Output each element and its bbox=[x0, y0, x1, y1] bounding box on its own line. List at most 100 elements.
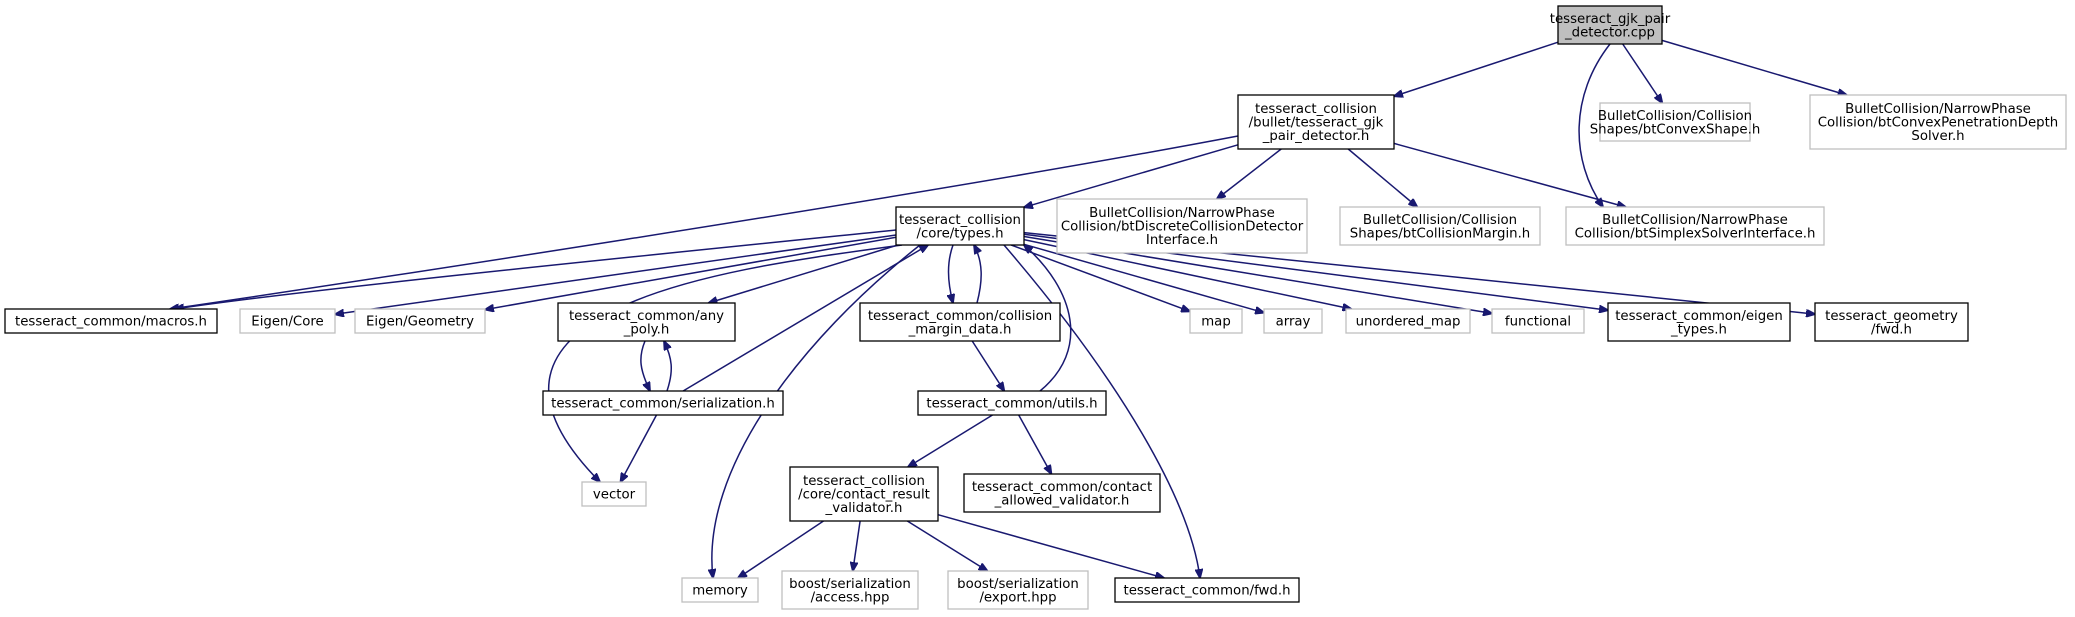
node-macros[interactable]: tesseract_common/macros.h bbox=[4, 308, 218, 334]
node-label: Interface.h bbox=[1146, 233, 1218, 248]
node-label: _allowed_validator.h bbox=[994, 493, 1130, 508]
node-map: map bbox=[1189, 308, 1243, 334]
edge-serialization-to-types_h bbox=[682, 245, 928, 392]
node-label: tesseract_common/fwd.h bbox=[1123, 584, 1290, 599]
node-label: boost/serialization bbox=[789, 577, 911, 592]
node-label: _validator.h bbox=[825, 501, 903, 516]
edge-types_h-to-macros bbox=[175, 229, 897, 309]
edge-gjk_h-to-margin bbox=[1347, 148, 1417, 207]
node-types-h[interactable]: tesseract_collision/core/types.h bbox=[895, 206, 1025, 246]
node-label: vector bbox=[593, 488, 636, 503]
node-functional: functional bbox=[1491, 308, 1585, 334]
edge-types_h-to-common_fwd bbox=[1003, 244, 1200, 578]
edge-types_h-to-eigen_core bbox=[335, 234, 897, 314]
node-label: tesseract_common/eigen bbox=[1615, 309, 1783, 324]
edge-validator-to-export bbox=[906, 520, 987, 571]
node-vector: vector bbox=[581, 481, 647, 507]
node-convex-shape: BulletCollision/CollisionShapes/btConvex… bbox=[1590, 102, 1761, 142]
node-label: Eigen/Geometry bbox=[366, 315, 474, 330]
node-any-poly[interactable]: tesseract_common/any_poly.h bbox=[557, 302, 736, 342]
edge-types_h-to-vector bbox=[548, 244, 903, 482]
node-geom-fwd[interactable]: tesseract_geometry/fwd.h bbox=[1814, 302, 1969, 342]
node-label: BulletCollision/Collision bbox=[1598, 109, 1752, 124]
node-access: boost/serialization/access.hpp bbox=[781, 570, 919, 610]
node-label: Shapes/btCollisionMargin.h bbox=[1350, 226, 1530, 241]
edge-types_h-to-margin_data bbox=[949, 244, 954, 303]
edge-root-to-convex_pen bbox=[1661, 39, 1847, 95]
node-eigen-types[interactable]: tesseract_common/eigen_types.h bbox=[1607, 302, 1791, 342]
edge-validator-to-access bbox=[853, 520, 861, 571]
node-label: /core/types.h bbox=[916, 226, 1003, 241]
node-serialization[interactable]: tesseract_common/serialization.h bbox=[542, 390, 784, 416]
node-margin-data[interactable]: tesseract_common/collision_margin_data.h bbox=[859, 302, 1061, 342]
node-label: tesseract_common/contact bbox=[972, 480, 1152, 495]
node-label: tesseract_collision bbox=[803, 474, 925, 489]
node-unordered-map: unordered_map bbox=[1345, 308, 1471, 334]
edge-types_h-to-array bbox=[1023, 243, 1264, 312]
node-label: functional bbox=[1505, 315, 1571, 330]
node-label: Collision/btDiscreteCollisionDetector bbox=[1061, 220, 1304, 235]
node-label: unordered_map bbox=[1356, 315, 1461, 330]
node-validator[interactable]: tesseract_collision/core/contact_result_… bbox=[789, 466, 939, 522]
edge-root-to-convex_shape bbox=[1622, 43, 1663, 103]
node-label: BulletCollision/NarrowPhase bbox=[1845, 102, 2031, 117]
node-label: /bullet/tesseract_gjk bbox=[1249, 116, 1384, 131]
node-label: map bbox=[1201, 315, 1231, 330]
node-label: /core/contact_result bbox=[798, 488, 930, 503]
node-simplex: BulletCollision/NarrowPhaseCollision/btS… bbox=[1565, 206, 1825, 246]
node-allowed[interactable]: tesseract_common/contact_allowed_validat… bbox=[963, 473, 1161, 513]
node-label: tesseract_common/collision bbox=[868, 309, 1052, 324]
edge-root-to-simplex bbox=[1578, 43, 1611, 207]
node-label: _detector.cpp bbox=[1564, 25, 1655, 40]
edge-types_h-to-any_poly bbox=[709, 244, 899, 303]
node-label: BulletCollision/NarrowPhase bbox=[1602, 213, 1788, 228]
edge-serialization-to-any_poly bbox=[664, 341, 672, 392]
edge-utils-to-allowed bbox=[1018, 414, 1052, 474]
node-label: Collision/btSimplexSolverInterface.h bbox=[1575, 226, 1816, 241]
edge-types_h-to-eigen_geom bbox=[485, 236, 897, 309]
node-memory: memory bbox=[681, 577, 759, 603]
node-eigen-geom: Eigen/Geometry bbox=[354, 308, 486, 334]
edge-utils-to-validator bbox=[908, 414, 993, 467]
edge-validator-to-common_fwd bbox=[937, 513, 1164, 578]
node-layer: tesseract_gjk_pair_detector.cpptesseract… bbox=[4, 5, 2067, 610]
node-label: tesseract_common/any bbox=[569, 309, 724, 324]
node-discrete: BulletCollision/NarrowPhaseCollision/btD… bbox=[1056, 198, 1308, 254]
node-label: Shapes/btConvexShape.h bbox=[1590, 122, 1761, 137]
node-label: Solver.h bbox=[1911, 129, 1964, 144]
node-root[interactable]: tesseract_gjk_pair_detector.cpp bbox=[1550, 5, 1671, 45]
node-label: _poly.h bbox=[623, 322, 670, 337]
node-label: /fwd.h bbox=[1871, 322, 1912, 337]
edge-validator-to-memory bbox=[738, 520, 824, 578]
node-label: tesseract_geometry bbox=[1825, 309, 1958, 324]
node-label: _pair_detector.h bbox=[1262, 129, 1370, 144]
edge-root-to-gjk_h bbox=[1394, 41, 1559, 96]
node-label: _margin_data.h bbox=[908, 322, 1012, 337]
node-label: tesseract_common/macros.h bbox=[15, 315, 207, 330]
node-label: tesseract_common/utils.h bbox=[926, 397, 1097, 412]
edge-margin_data-to-types_h bbox=[974, 245, 982, 304]
node-label: tesseract_gjk_pair bbox=[1550, 12, 1671, 27]
node-common-fwd[interactable]: tesseract_common/fwd.h bbox=[1114, 577, 1300, 603]
node-label: tesseract_common/serialization.h bbox=[551, 397, 775, 412]
edge-any_poly-to-serialization bbox=[640, 340, 650, 391]
node-convex-pen: BulletCollision/NarrowPhaseCollision/btC… bbox=[1809, 94, 2067, 150]
edge-gjk_h-to-simplex bbox=[1393, 142, 1626, 207]
node-label: tesseract_collision bbox=[1255, 102, 1377, 117]
node-label: Eigen/Core bbox=[251, 315, 323, 330]
node-utils[interactable]: tesseract_common/utils.h bbox=[917, 390, 1107, 416]
edge-types_h-to-map bbox=[1010, 244, 1190, 311]
node-margin: BulletCollision/CollisionShapes/btCollis… bbox=[1339, 206, 1541, 246]
edge-gjk_h-to-types_h bbox=[1024, 144, 1239, 208]
node-gjk-h[interactable]: tesseract_collision/bullet/tesseract_gjk… bbox=[1237, 94, 1395, 150]
edge-serialization-to-vector bbox=[621, 414, 658, 482]
node-label: Collision/btConvexPenetrationDepth bbox=[1818, 116, 2059, 131]
edge-gjk_h-to-macros bbox=[170, 135, 1239, 309]
edge-layer bbox=[170, 39, 1847, 578]
node-label: /access.hpp bbox=[811, 590, 890, 605]
edge-utils-to-types_h bbox=[1024, 245, 1072, 392]
node-label: _types.h bbox=[1670, 322, 1727, 337]
node-export: boost/serialization/export.hpp bbox=[947, 570, 1089, 610]
edge-margin_data-to-utils bbox=[971, 340, 1004, 391]
